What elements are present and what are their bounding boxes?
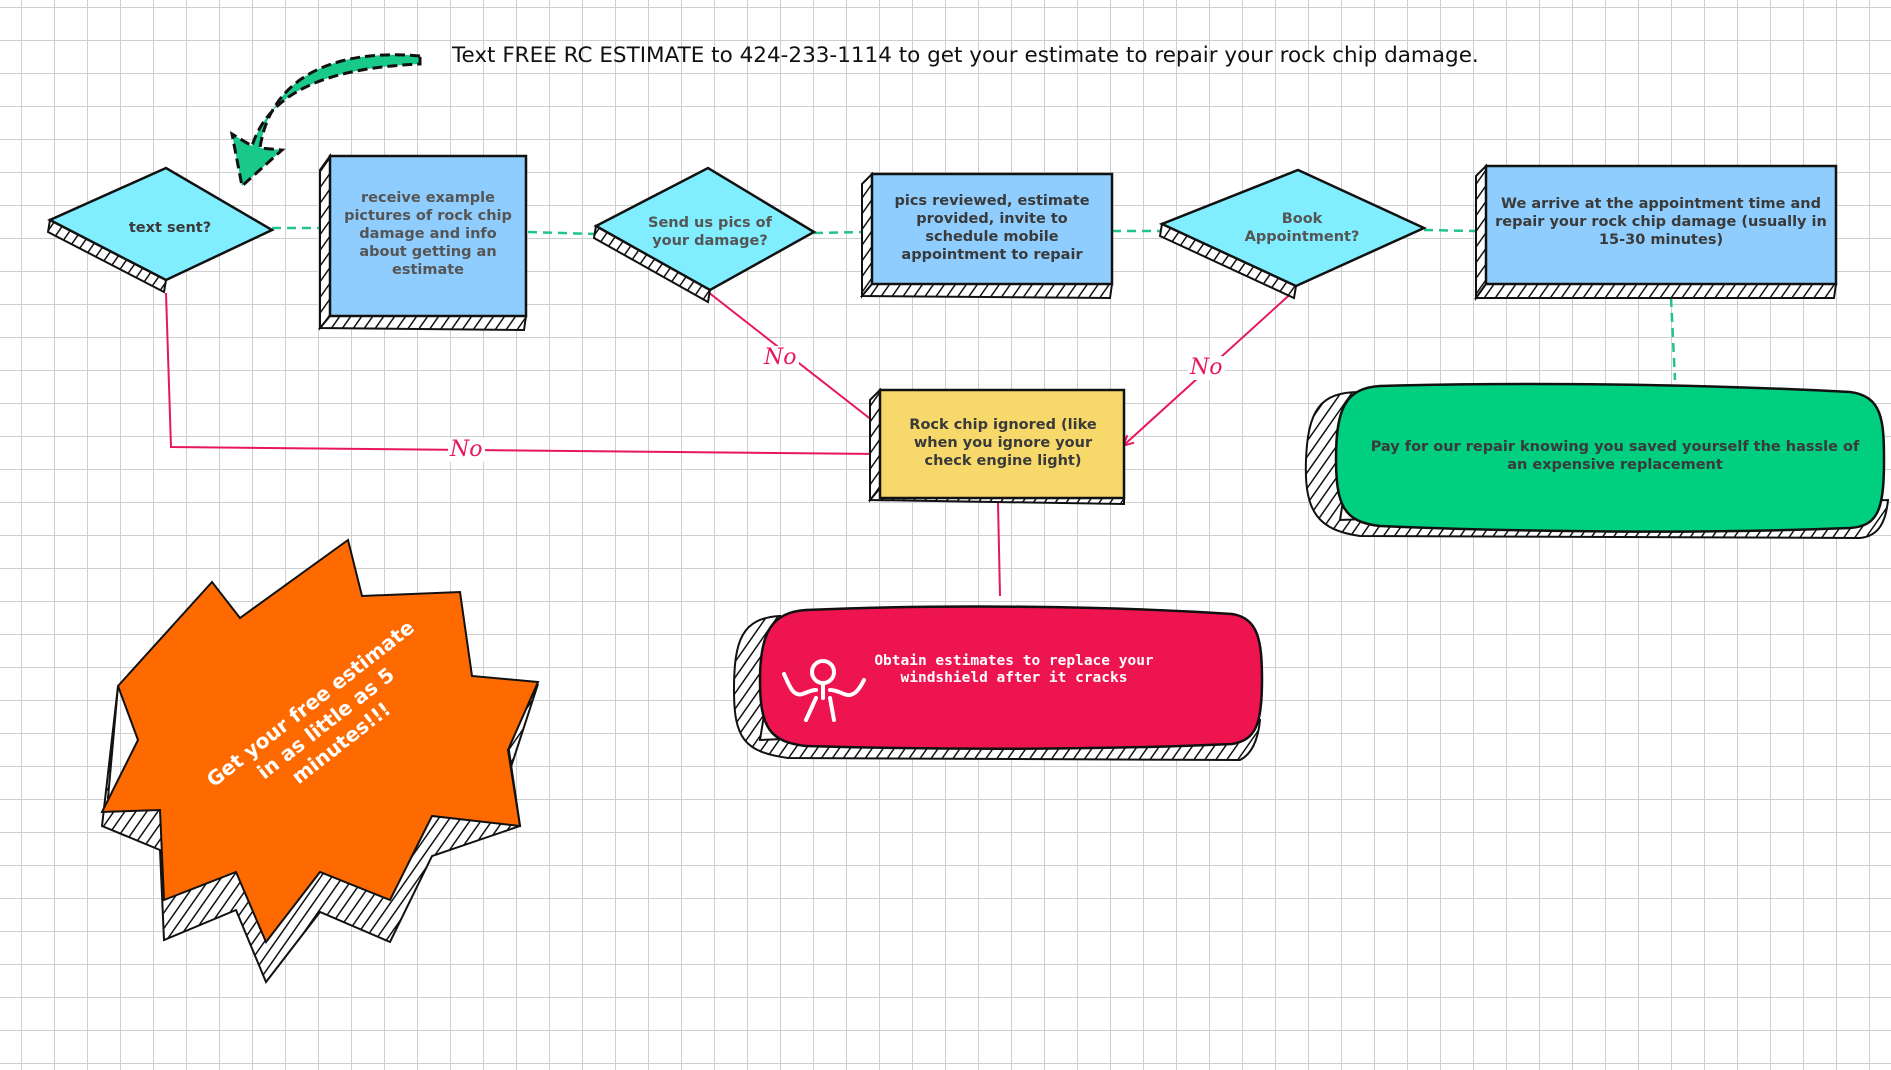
pill-pay-repair [1304,382,1890,540]
book-appointment-label: Book Appointment? [1244,211,1360,245]
edge-label-no-3: No [1188,355,1225,380]
box-we-arrive [1474,163,1838,302]
box-rock-chip-ignored [867,387,1126,506]
connector-ignored-obtain [997,502,1001,597]
diamond-send-pics [592,166,817,304]
starburst [100,538,540,984]
edge-label-no-2: No [762,345,799,370]
headline: Text FREE RC ESTIMATE to 424-233-1114 to… [452,43,1479,68]
curved-arrow-icon [229,53,422,189]
edge-label-no-1: No [448,437,485,462]
send-pics-label: Send us pics of your damage? [648,215,772,249]
connector-book-arrive [1423,228,1478,233]
we-arrive-label: We arrive at the appointment time and re… [1495,196,1827,248]
connector-arrive-pay [1669,297,1677,381]
receive-examples-label: receive example pictures of rock chip da… [344,190,512,278]
connector-sendpics-reviewed [813,230,867,235]
box-receive-examples [317,152,528,332]
rock-chip-ignored-label: Rock chip ignored (like when you ignore … [909,417,1097,469]
pics-reviewed-label: pics reviewed, estimate provided, invite… [894,193,1090,263]
text-sent-label: text sent? [128,220,212,236]
diamond-book-appointment [1158,168,1428,300]
stick-figure-icon [782,659,866,722]
obtain-estimates-label: Obtain estimates to replace your windshi… [874,653,1154,686]
pill-obtain-estimates [732,605,1264,762]
connector-receive-sendpics [527,230,597,236]
connector-textsent-no [165,292,880,454]
pay-repair-label: Pay for our repair knowing you saved you… [1370,439,1860,473]
diamond-text-sent [46,166,275,294]
box-pics-reviewed [859,171,1114,300]
